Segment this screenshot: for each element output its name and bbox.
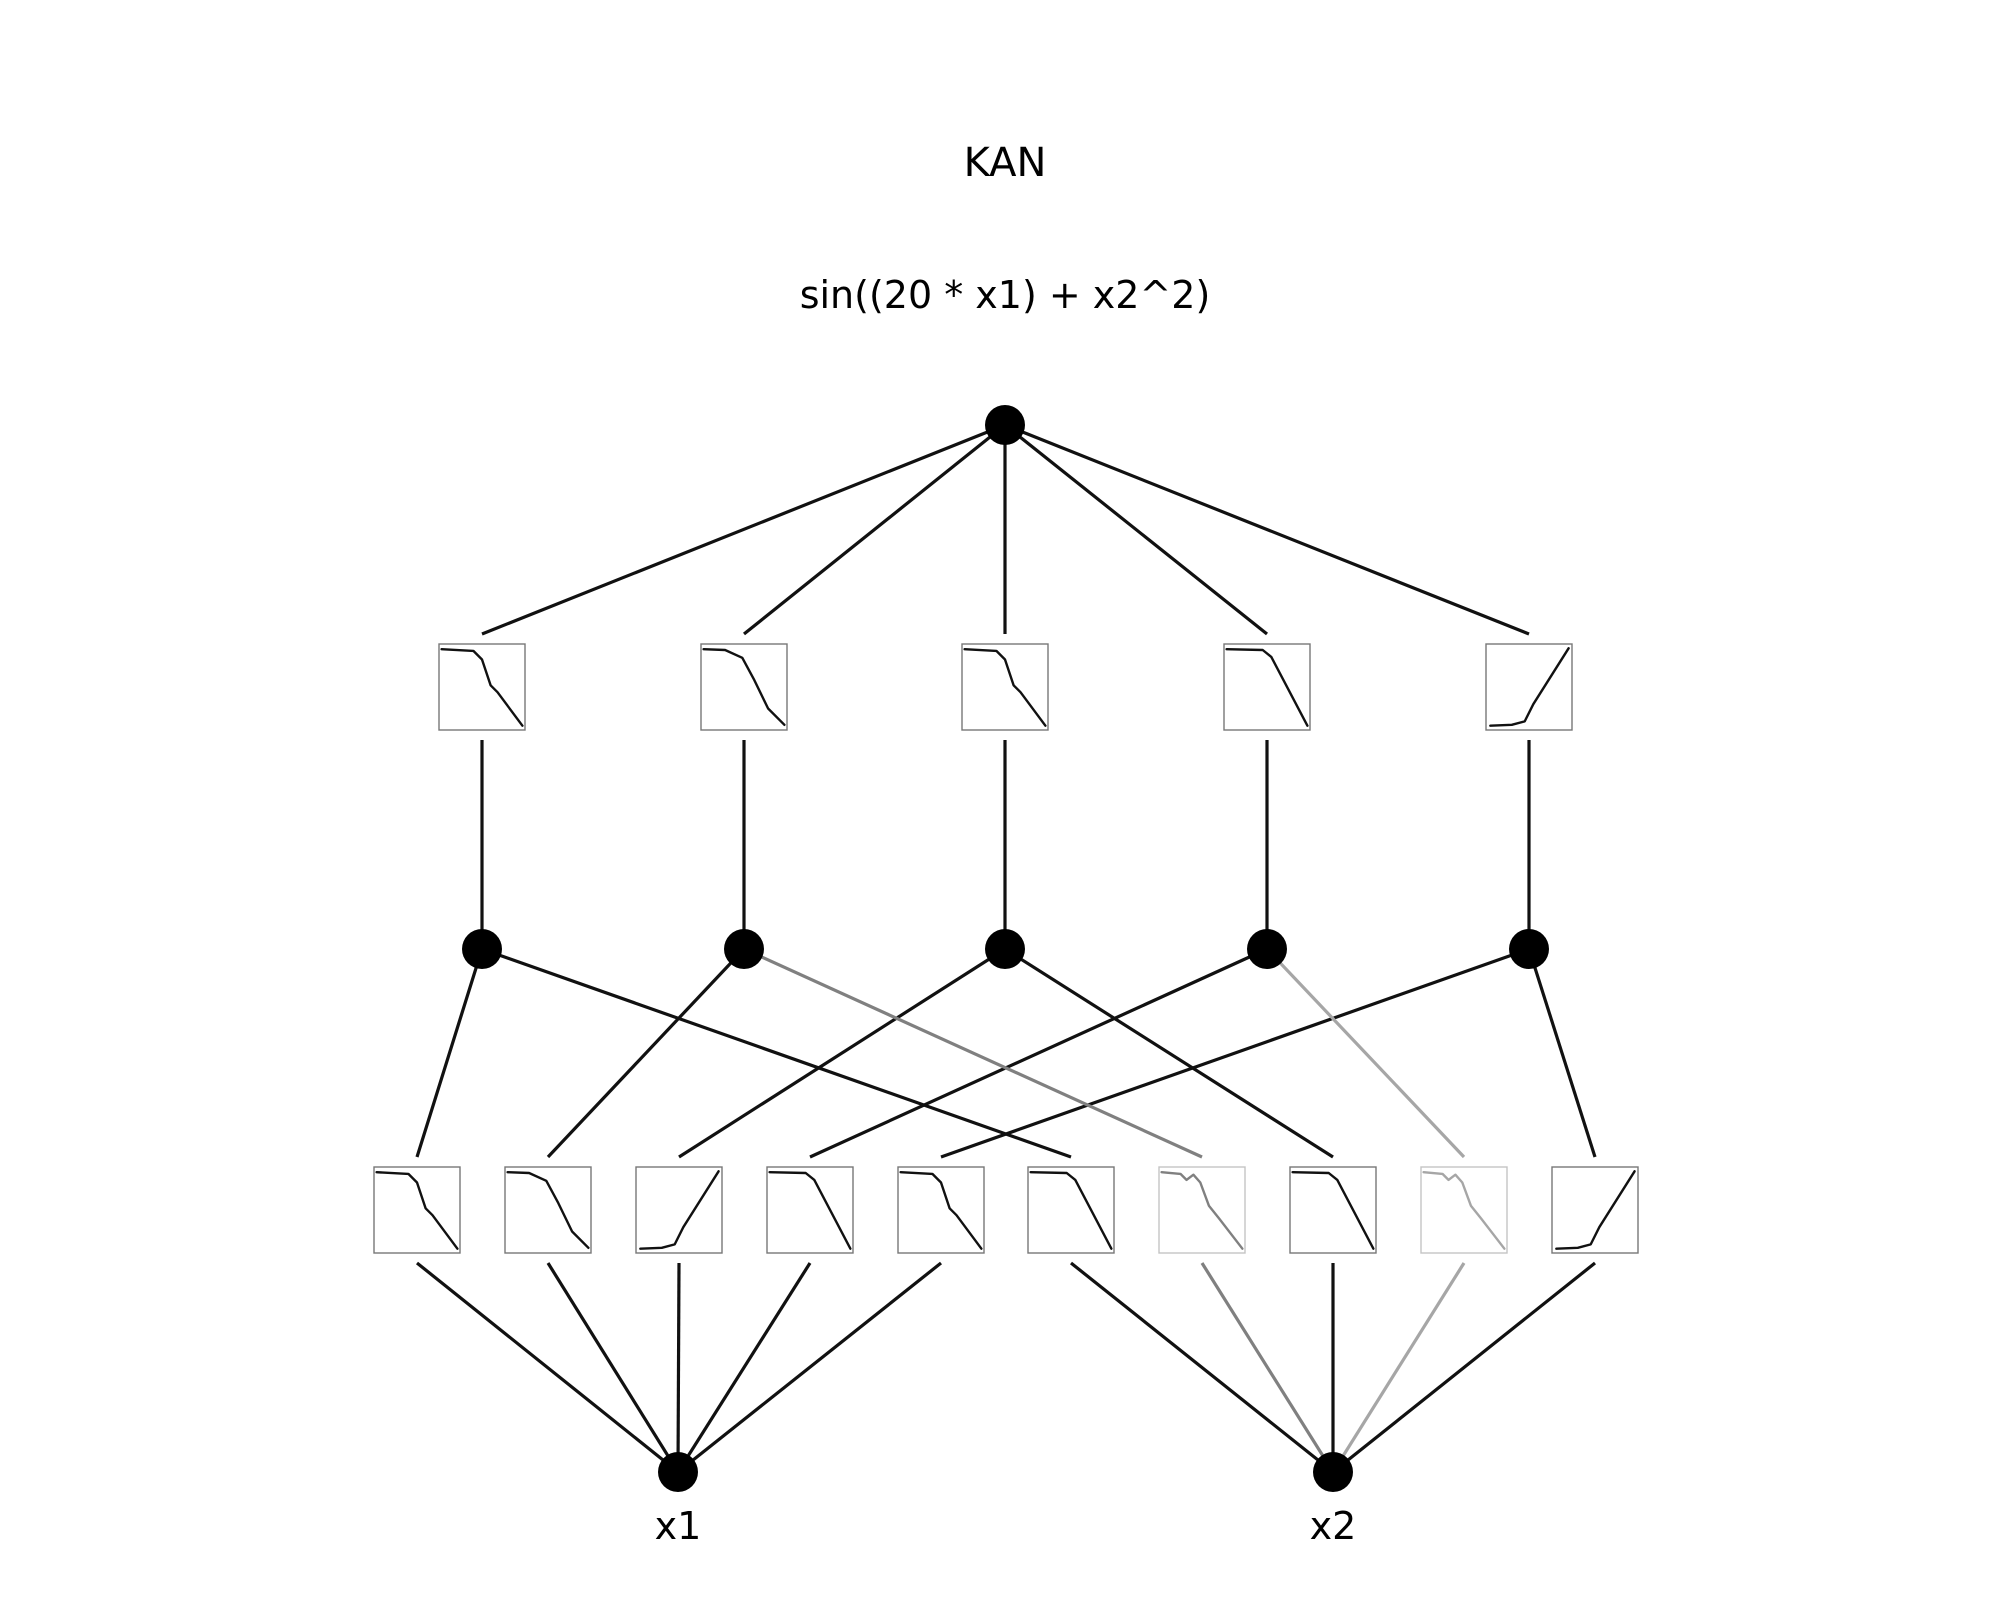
layer1-edge-x1-h5-lower (677, 1261, 942, 1474)
layer2-edge-h4-out-upper (1004, 423, 1268, 636)
layer1-edge-x1-h5-upper (940, 947, 1530, 1159)
layer1-edge-x2-h2-lower (1200, 1262, 1335, 1473)
layer2-activation-curve-1 (440, 648, 524, 727)
layer1-edge-x2-h4-upper (1265, 947, 1466, 1159)
layer2-activation-box-4 (1223, 643, 1311, 731)
layer1-edge-x2-h3-upper (1004, 947, 1334, 1159)
layer1-activation-box-7 (1158, 1166, 1246, 1254)
node-h2 (724, 929, 764, 969)
formula-label: sin((20 * x1) + x2^2) (800, 273, 1211, 317)
nodes-layer (462, 405, 1549, 1492)
layer1-activation-box-2 (504, 1166, 592, 1254)
layer1-edge-x1-h2-upper (546, 947, 746, 1159)
labels-layer: KAN sin((20 * x1) + x2^2) x1 x2 (655, 140, 1357, 1548)
layer1-edge-x2-h5-lower (1332, 1261, 1596, 1474)
layer2-activation-curve-2 (702, 648, 786, 726)
layer1-edge-x2-h1-upper (481, 947, 1072, 1159)
layer1-activation-curve-1 (375, 1171, 459, 1250)
layer2-edge-h1-out-upper (481, 423, 1006, 636)
layer1-activation-curve-6 (1029, 1171, 1113, 1250)
layer1-edge-x1-h2-lower (546, 1262, 680, 1473)
layer1-activation-curve-2 (506, 1171, 590, 1249)
layer1-activation-box-10 (1551, 1166, 1639, 1254)
layer2-edge-h2-out-upper (742, 423, 1007, 636)
layer1-edge-x1-h4-upper (809, 947, 1268, 1159)
layer1-edge-x2-h5-upper (1527, 948, 1597, 1158)
layer1-activation-box-1 (373, 1166, 461, 1254)
input-label-x1: x1 (655, 1504, 702, 1548)
layer1-edge-x1-h3-upper (678, 947, 1006, 1159)
layer1-edge-x1-h3-lower (676, 1262, 681, 1473)
node-h4 (1247, 929, 1287, 969)
layer1-edge-x2-h1-lower (1070, 1261, 1334, 1474)
layer1-edge-x1-h4-lower (676, 1262, 812, 1473)
layer2-activation-box-1 (438, 643, 526, 731)
node-x1 (658, 1452, 698, 1492)
layer1-activation-curve-7 (1160, 1171, 1244, 1250)
layer2-activation-curve-3 (963, 648, 1047, 727)
input-label-x2: x2 (1310, 1504, 1357, 1548)
layer1-edge-x1-h1-upper (415, 948, 484, 1158)
edges-layer (415, 423, 1597, 1474)
layer2-activation-box-2 (700, 643, 788, 731)
layer1-activation-curve-3 (639, 1170, 720, 1250)
layer1-edge-x1-h1-lower (415, 1261, 680, 1474)
layer1-activation-curve-4 (768, 1171, 852, 1250)
node-h5 (1509, 929, 1549, 969)
node-x2 (1313, 1452, 1353, 1492)
layer1-activation-box-9 (1420, 1166, 1508, 1254)
layer1-edge-x2-h4-lower (1331, 1262, 1466, 1473)
layer1-edge-x2-h2-upper (743, 947, 1203, 1159)
layer2-activation-box-5 (1485, 643, 1573, 731)
layer1-activation-box-3 (635, 1166, 723, 1254)
layer1-activation-box-8 (1289, 1166, 1377, 1254)
layer1-activation-box-4 (766, 1166, 854, 1254)
layer1-activation-curve-8 (1291, 1171, 1375, 1250)
layer2-activation-box-3 (961, 643, 1049, 731)
diagram-title: KAN (964, 140, 1047, 186)
node-out (985, 405, 1025, 445)
layer2-activation-curve-4 (1225, 648, 1309, 727)
layer1-activation-curve-10 (1555, 1170, 1636, 1250)
layer2-edge-h5-out-upper (1004, 423, 1530, 636)
layer1-activation-box-6 (1027, 1166, 1115, 1254)
layer2-activation-curve-5 (1489, 647, 1570, 727)
node-h1 (462, 929, 502, 969)
layer1-activation-curve-9 (1422, 1171, 1506, 1250)
layer1-activation-curve-5 (899, 1171, 983, 1250)
layer1-activation-box-5 (897, 1166, 985, 1254)
activation-boxes-layer (373, 643, 1639, 1254)
node-h3 (985, 929, 1025, 969)
